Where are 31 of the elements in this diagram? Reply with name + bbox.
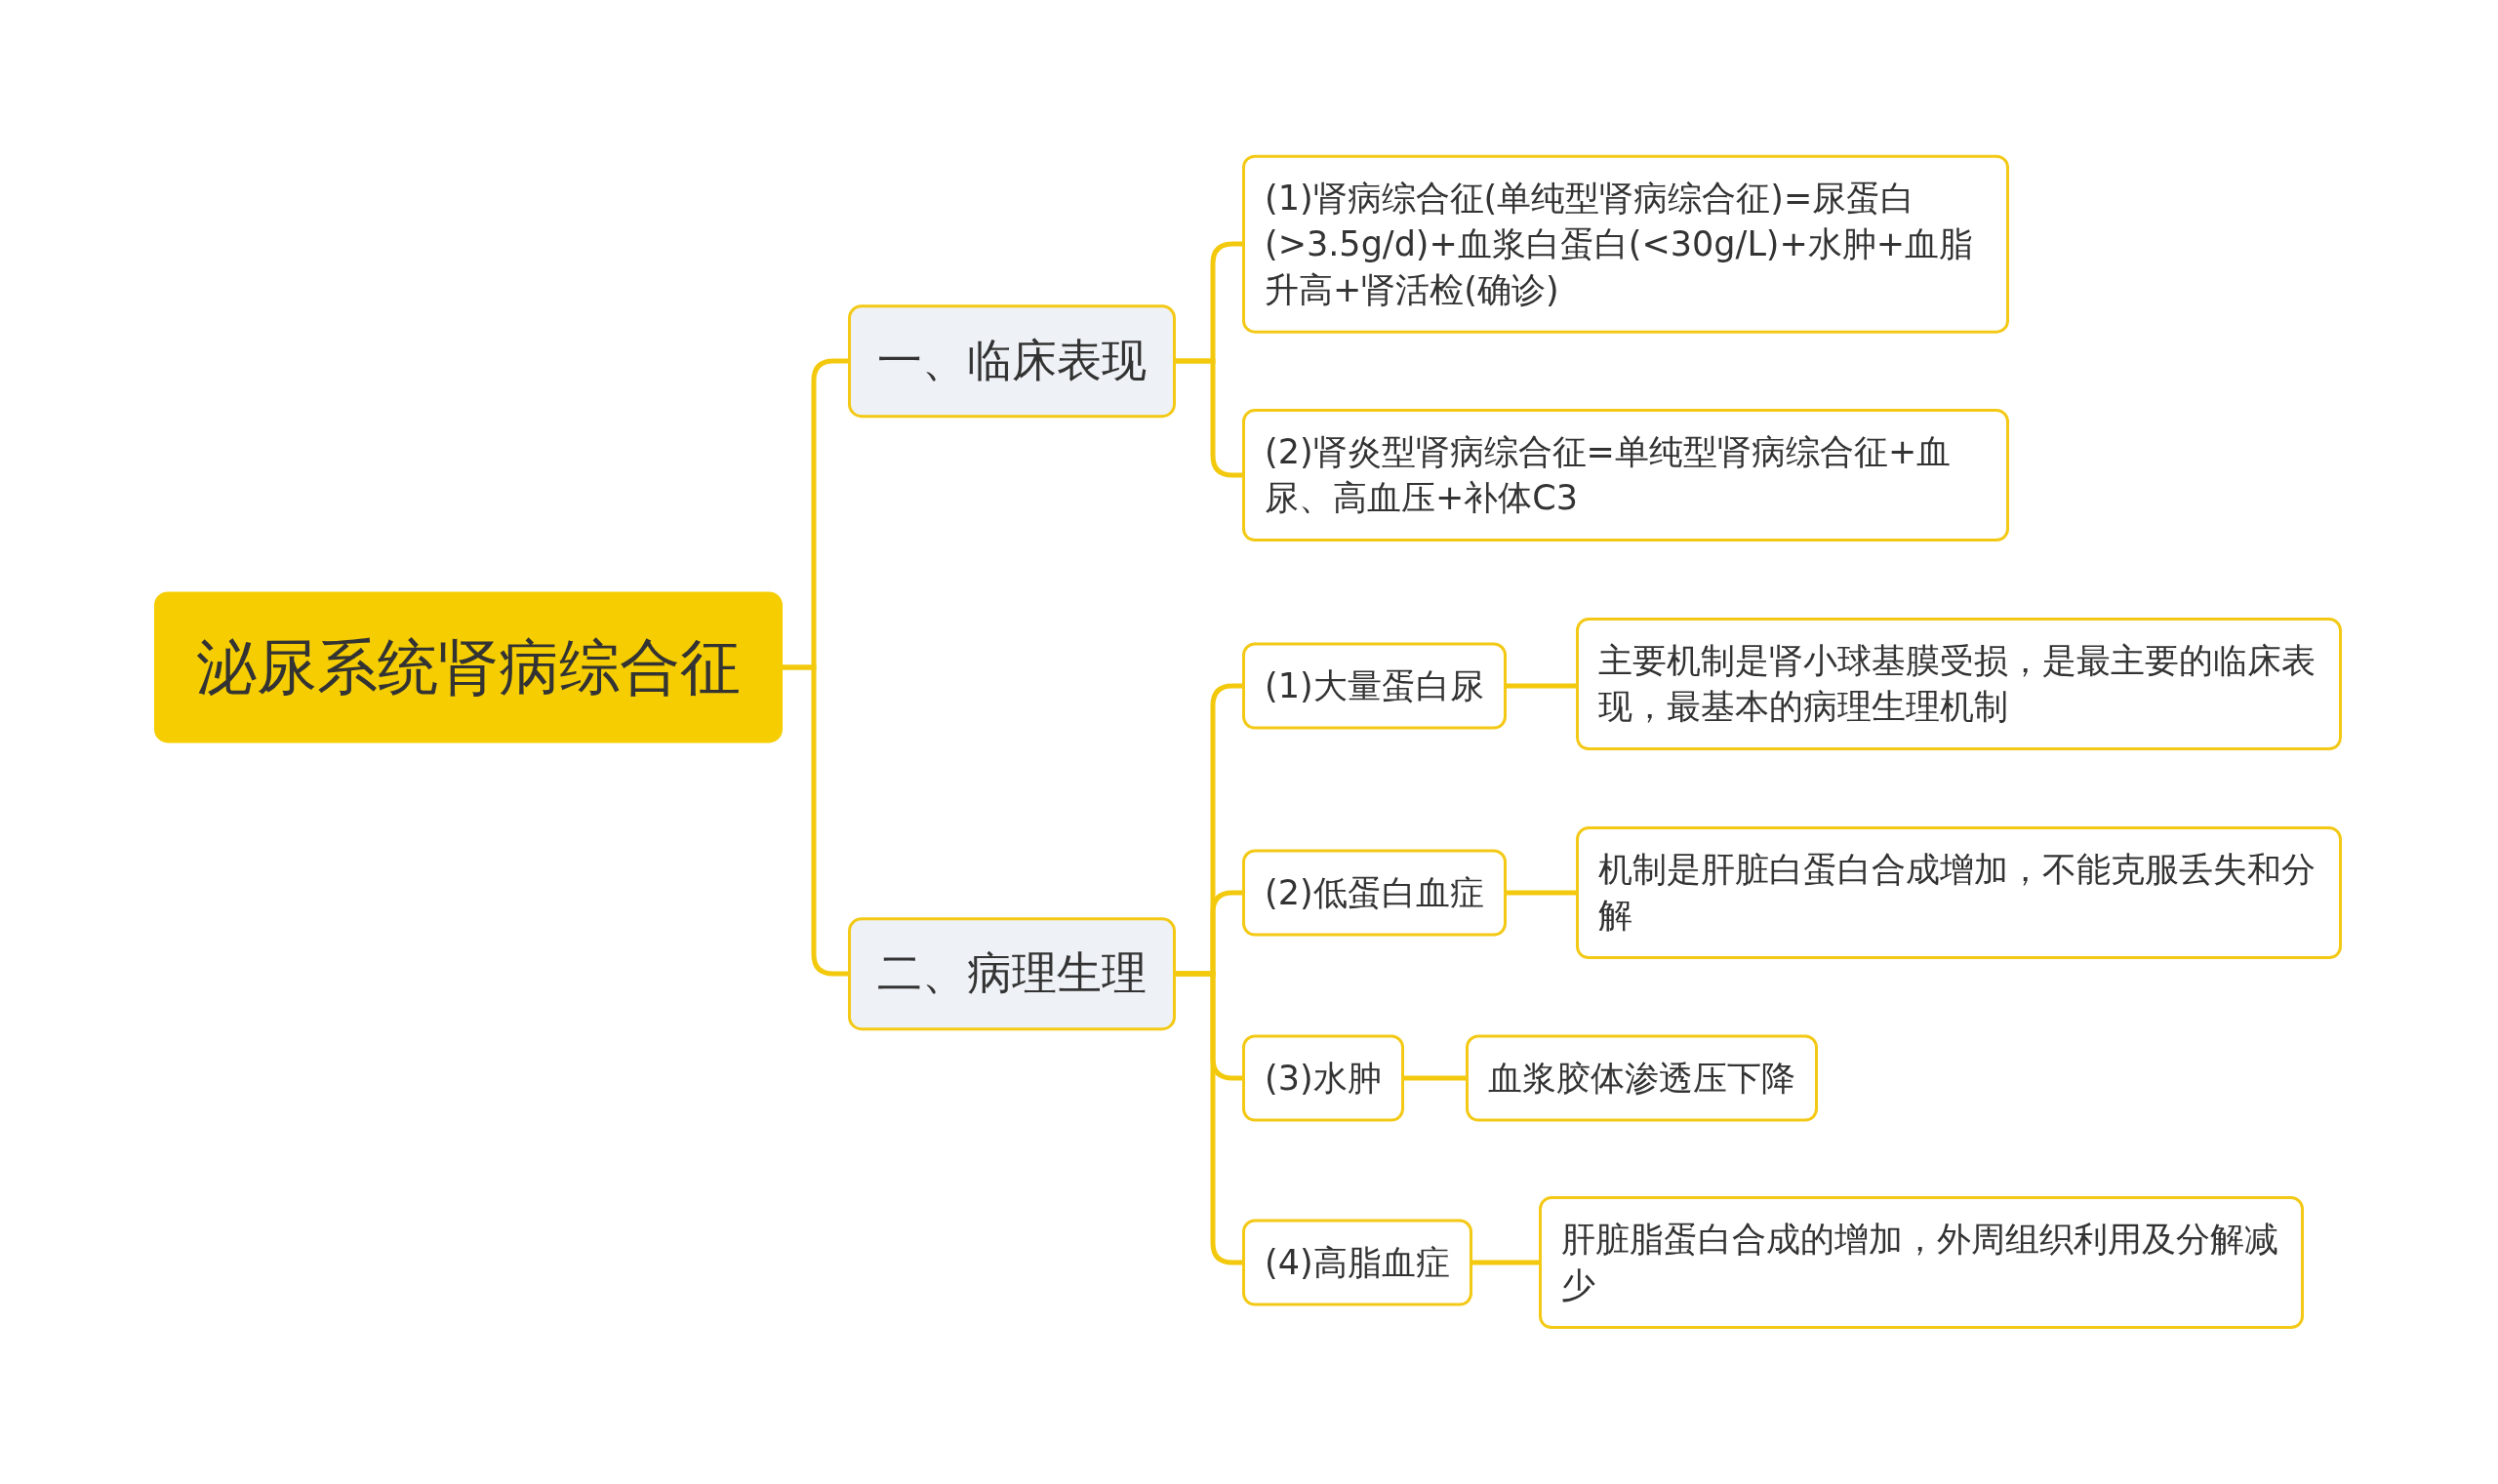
topic-box (1466, 1034, 1818, 1122)
topic-box (1242, 154, 2009, 334)
topic-box (1576, 826, 2342, 959)
topic-box (1242, 1219, 1472, 1306)
connector-line (1403, 1075, 1466, 1081)
connector-line (1176, 358, 1242, 478)
node-text: (1)肾病综合征(单纯型肾病综合征)=尿蛋白(>3.5g/d)+血浆白蛋白(<30g/L)+水肿+血脂升高+肾活检(确诊) (1265, 177, 1975, 311)
node-text: 泌尿系统肾病综合征 (196, 630, 741, 705)
topic-box (1242, 642, 1507, 730)
node-text: (3)水肿 (1265, 1057, 1382, 1100)
connector-line (1506, 890, 1576, 896)
node-text: 主要机制是肾小球基膜受损，是最主要的临床表现，最基本的病理生理机制 (1598, 640, 2317, 728)
topic-box (1539, 1196, 2304, 1329)
topic-box (1242, 849, 1507, 937)
node-text: 肝脏脂蛋白合成的增加，外周组织利用及分解减少 (1561, 1219, 2279, 1306)
connector-line (1471, 1260, 1539, 1265)
topic-box (1242, 409, 2009, 541)
node-text: (2)肾炎型肾病综合征=单纯型肾病综合征+血尿、高血压+补体C3 (1265, 431, 1953, 519)
connector-line (1506, 683, 1576, 689)
node-text: (1)大量蛋白尿 (1265, 664, 1484, 707)
branch-topic (848, 917, 1176, 1030)
branch-topic (848, 304, 1176, 418)
root-topic (154, 591, 783, 743)
node-text: 一、临床表现 (877, 333, 1147, 389)
node-text: (4)高脂血症 (1265, 1241, 1450, 1284)
topic-box (1242, 1034, 1404, 1122)
topic-box (1576, 618, 2342, 750)
node-text: 机制是肝脏白蛋白合成增加，不能克服丢失和分解 (1598, 849, 2317, 937)
node-text: 二、病理生理 (877, 945, 1147, 1002)
node-text: 血浆胶体渗透压下降 (1488, 1057, 1795, 1100)
node-text: (2)低蛋白血症 (1265, 871, 1484, 914)
